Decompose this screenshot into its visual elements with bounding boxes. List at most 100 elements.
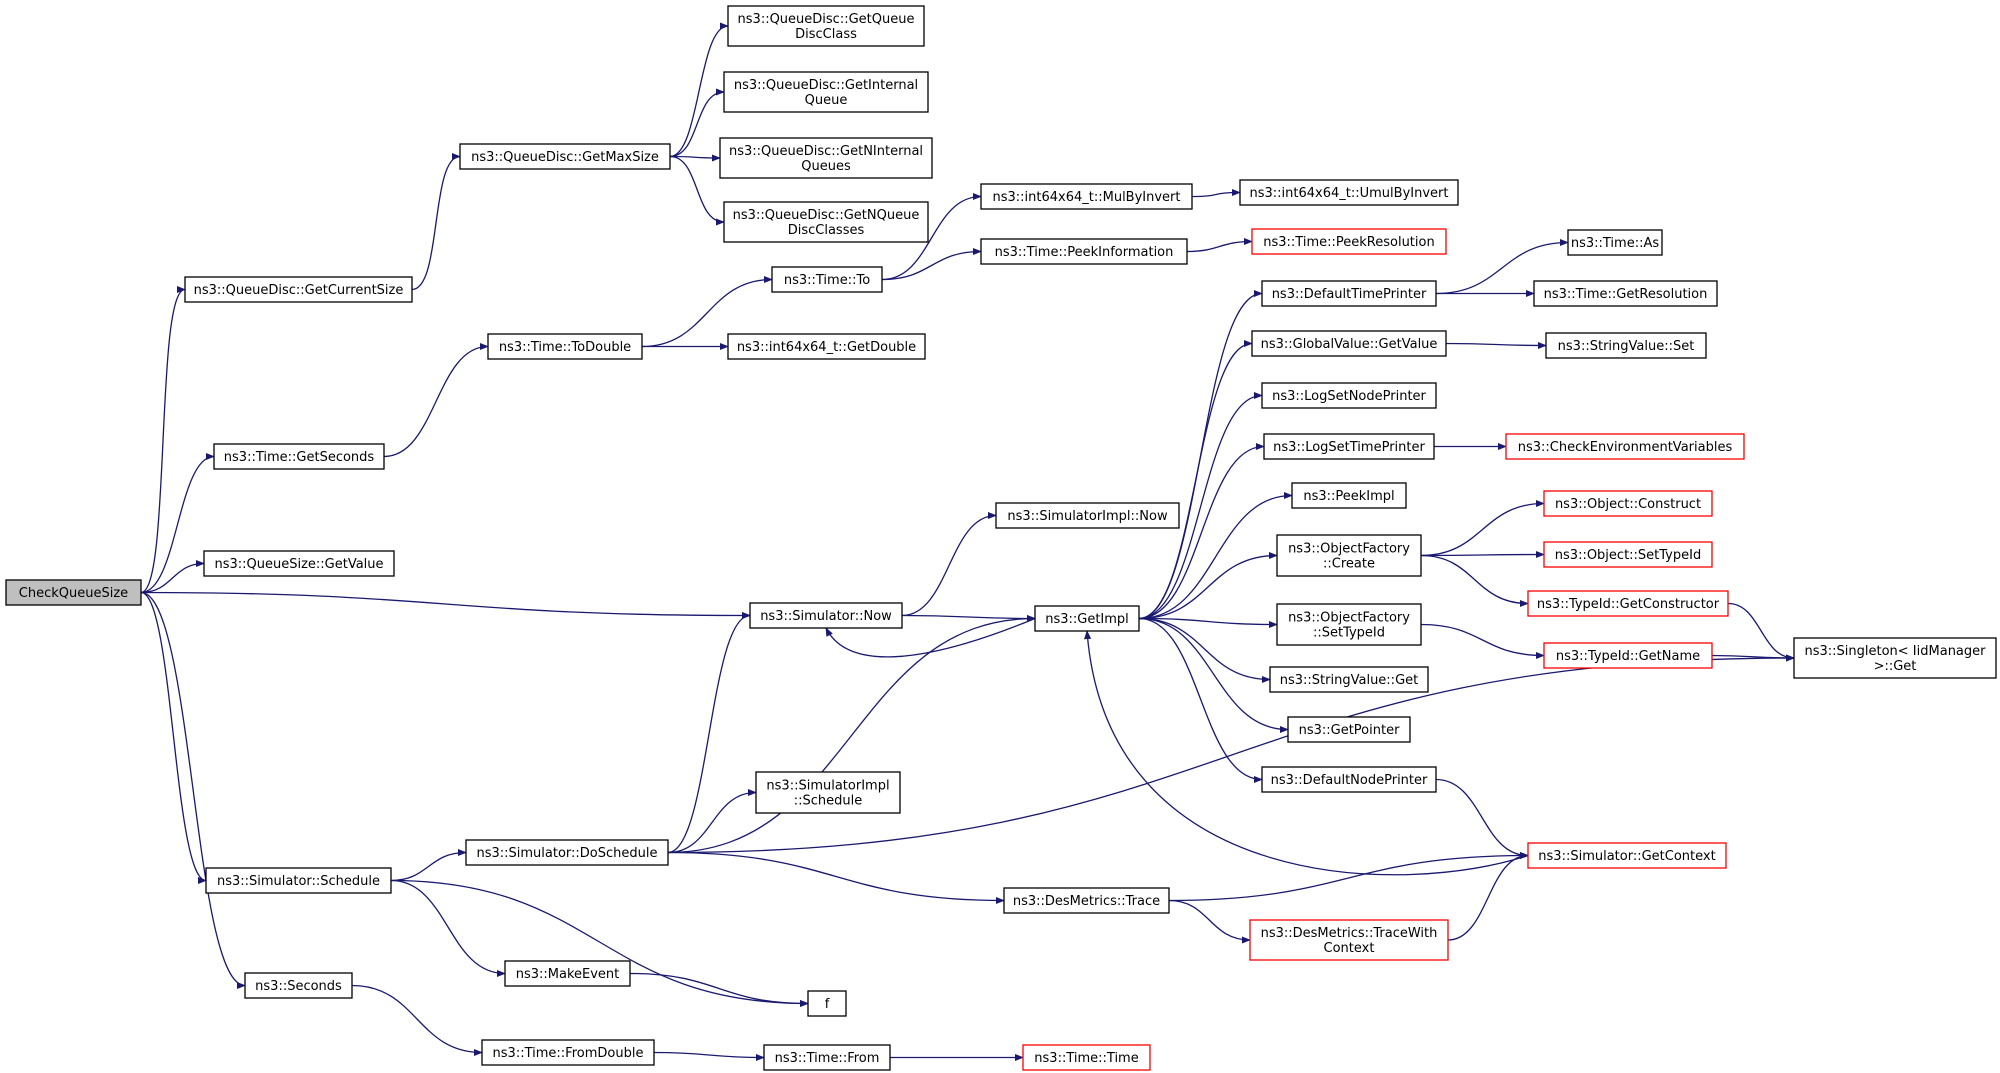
edge-checkqueuesize-to-queuesizegetvalue xyxy=(140,559,205,594)
node-simulatorimplschedule[interactable]: ns3::SimulatorImpl::Schedule xyxy=(755,771,901,814)
node-simulatorimplnow[interactable]: ns3::SimulatorImpl::Now xyxy=(995,502,1180,529)
node-label: Queues xyxy=(801,159,851,174)
edge-getmaxsize-to-getqueuedisclass xyxy=(669,22,729,158)
node-box xyxy=(504,960,631,987)
edge-getimpl-to-objectfactorysettypeid xyxy=(1138,617,1278,629)
node-label: ns3::Object::SetTypeId xyxy=(1555,548,1701,563)
node-f[interactable]: f xyxy=(807,990,847,1017)
edge-doschedule-to-simulatorimplschedule xyxy=(667,788,757,854)
edge-getimpl-to-getpointer xyxy=(1138,617,1289,734)
node-box xyxy=(763,1044,891,1071)
node-checkqueuesize[interactable]: CheckQueueSize xyxy=(5,579,142,606)
node-objectfactorysettypeid[interactable]: ns3::ObjectFactory::SetTypeId xyxy=(1276,603,1422,646)
edge-checkqueuesize-to-simulatornow xyxy=(140,591,751,620)
node-label: ns3::ObjectFactory xyxy=(1288,611,1410,626)
node-todouble[interactable]: ns3::Time::ToDouble xyxy=(487,333,643,360)
node-getseconds[interactable]: ns3::Time::GetSeconds xyxy=(213,443,385,470)
node-peekresolution[interactable]: ns3::Time::PeekResolution xyxy=(1251,228,1447,255)
node-timetime[interactable]: ns3::Time::Time xyxy=(1022,1044,1151,1071)
node-label: ns3::Simulator::GetContext xyxy=(1538,849,1715,864)
node-timeto[interactable]: ns3::Time::To xyxy=(771,266,883,293)
node-globalvaluegetvalue[interactable]: ns3::GlobalValue::GetValue xyxy=(1251,330,1447,357)
node-typeidgetconstructor[interactable]: ns3::TypeId::GetConstructor xyxy=(1527,590,1729,617)
node-peekimpl[interactable]: ns3::PeekImpl xyxy=(1291,482,1407,509)
node-getmaxsize[interactable]: ns3::QueueDisc::GetMaxSize xyxy=(459,143,671,170)
node-getpointer[interactable]: ns3::GetPointer xyxy=(1287,716,1411,743)
node-label: Queue xyxy=(805,93,848,108)
node-label: ns3::QueueDisc::GetCurrentSize xyxy=(194,283,404,298)
edge-getmaxsize-to-getinternalqueue xyxy=(669,88,725,158)
edge-defaulttimeprinter-to-timeas xyxy=(1435,238,1569,295)
node-logsetnodeprinter[interactable]: ns3::LogSetNodePrinter xyxy=(1261,382,1437,409)
node-objectfactorycreate[interactable]: ns3::ObjectFactory::Create xyxy=(1276,534,1422,577)
node-queuesizegetvalue[interactable]: ns3::QueueSize::GetValue xyxy=(203,550,395,577)
node-box xyxy=(1543,541,1713,568)
node-objectsettypeid[interactable]: ns3::Object::SetTypeId xyxy=(1543,541,1713,568)
nodes-layer: CheckQueueSize ns3::QueueDisc::GetCurrent… xyxy=(5,5,1997,1071)
node-label: ns3::DesMetrics::Trace xyxy=(1013,894,1160,909)
node-defaultnodeprinter[interactable]: ns3::DefaultNodePrinter xyxy=(1261,766,1437,793)
node-label: ns3::QueueDisc::GetQueue xyxy=(738,12,915,27)
node-stringvalueget[interactable]: ns3::StringValue::Get xyxy=(1269,666,1429,693)
node-label: ns3::QueueDisc::GetInternal xyxy=(734,78,918,93)
edge-globalvaluegetvalue-to-stringvalueset xyxy=(1445,341,1547,350)
node-seconds[interactable]: ns3::Seconds xyxy=(244,972,353,999)
node-getresolution[interactable]: ns3::Time::GetResolution xyxy=(1533,280,1718,307)
node-mulbyinvert[interactable]: ns3::int64x64_t::MulByInvert xyxy=(980,183,1193,210)
node-simulatornow[interactable]: ns3::Simulator::Now xyxy=(749,602,903,629)
node-label: ns3::PeekImpl xyxy=(1303,489,1394,504)
node-label: ::SetTypeId xyxy=(1313,626,1385,641)
node-label: ns3::DefaultTimePrinter xyxy=(1272,287,1427,302)
node-getcurrentsize[interactable]: ns3::QueueDisc::GetCurrentSize xyxy=(184,276,413,303)
node-box xyxy=(244,972,353,999)
node-objectconstruct[interactable]: ns3::Object::Construct xyxy=(1543,490,1713,517)
node-fromdouble[interactable]: ns3::Time::FromDouble xyxy=(481,1039,655,1066)
node-box xyxy=(1527,842,1727,869)
node-box xyxy=(203,550,395,577)
node-defaulttimeprinter[interactable]: ns3::DefaultTimePrinter xyxy=(1261,280,1437,307)
node-label: ns3::int64x64_t::UmulByInvert xyxy=(1250,186,1449,201)
node-checkenv[interactable]: ns3::CheckEnvironmentVariables xyxy=(1505,433,1745,460)
node-makeevent[interactable]: ns3::MakeEvent xyxy=(504,960,631,987)
node-singletonget[interactable]: ns3::Singleton< IidManager>::Get xyxy=(1793,637,1997,679)
node-label: ns3::int64x64_t::GetDouble xyxy=(737,340,916,355)
node-stringvalueset[interactable]: ns3::StringValue::Set xyxy=(1545,332,1707,359)
node-label: ns3::SimulatorImpl::Now xyxy=(1007,509,1168,524)
node-doschedule[interactable]: ns3::Simulator::DoSchedule xyxy=(465,839,669,866)
node-getdouble[interactable]: ns3::int64x64_t::GetDouble xyxy=(727,333,926,360)
node-umulbyinvert[interactable]: ns3::int64x64_t::UmulByInvert xyxy=(1239,179,1459,206)
node-logsettimeprinter[interactable]: ns3::LogSetTimePrinter xyxy=(1263,433,1435,460)
edge-peekinformation-to-peekresolution xyxy=(1186,237,1253,253)
node-timefrom[interactable]: ns3::Time::From xyxy=(763,1044,891,1071)
node-desmetricstrace[interactable]: ns3::DesMetrics::Trace xyxy=(1003,887,1170,914)
edge-objectfactorysettypeid-to-typeidgetname xyxy=(1420,623,1545,660)
node-box xyxy=(995,502,1180,529)
node-timeas[interactable]: ns3::Time::As xyxy=(1567,229,1663,256)
edge-checkqueuesize-to-seconds xyxy=(140,591,246,990)
node-box xyxy=(1793,637,1997,679)
edge-getimpl-to-peekimpl xyxy=(1138,491,1293,620)
node-typeidgetname[interactable]: ns3::TypeId::GetName xyxy=(1543,642,1713,669)
node-box xyxy=(755,771,901,814)
node-peekinformation[interactable]: ns3::Time::PeekInformation xyxy=(980,238,1188,265)
node-label: ns3::Time::As xyxy=(1571,236,1660,251)
node-simulatorschedule[interactable]: ns3::Simulator::Schedule xyxy=(205,867,392,894)
node-label: ns3::LogSetTimePrinter xyxy=(1273,440,1425,455)
node-box xyxy=(771,266,883,293)
node-label: ns3::Time::From xyxy=(775,1051,880,1066)
edge-getmaxsize-to-getninternalqueues xyxy=(669,154,721,162)
node-label: ns3::SimulatorImpl xyxy=(766,779,889,794)
edge-timeto-to-peekinformation xyxy=(881,247,982,281)
node-box xyxy=(1239,179,1459,206)
node-getcontext[interactable]: ns3::Simulator::GetContext xyxy=(1527,842,1727,869)
node-label: ns3::CheckEnvironmentVariables xyxy=(1518,440,1733,455)
node-getimpl[interactable]: ns3::GetImpl xyxy=(1034,605,1140,632)
node-box xyxy=(727,333,926,360)
node-label: ns3::Time::Time xyxy=(1034,1051,1138,1066)
